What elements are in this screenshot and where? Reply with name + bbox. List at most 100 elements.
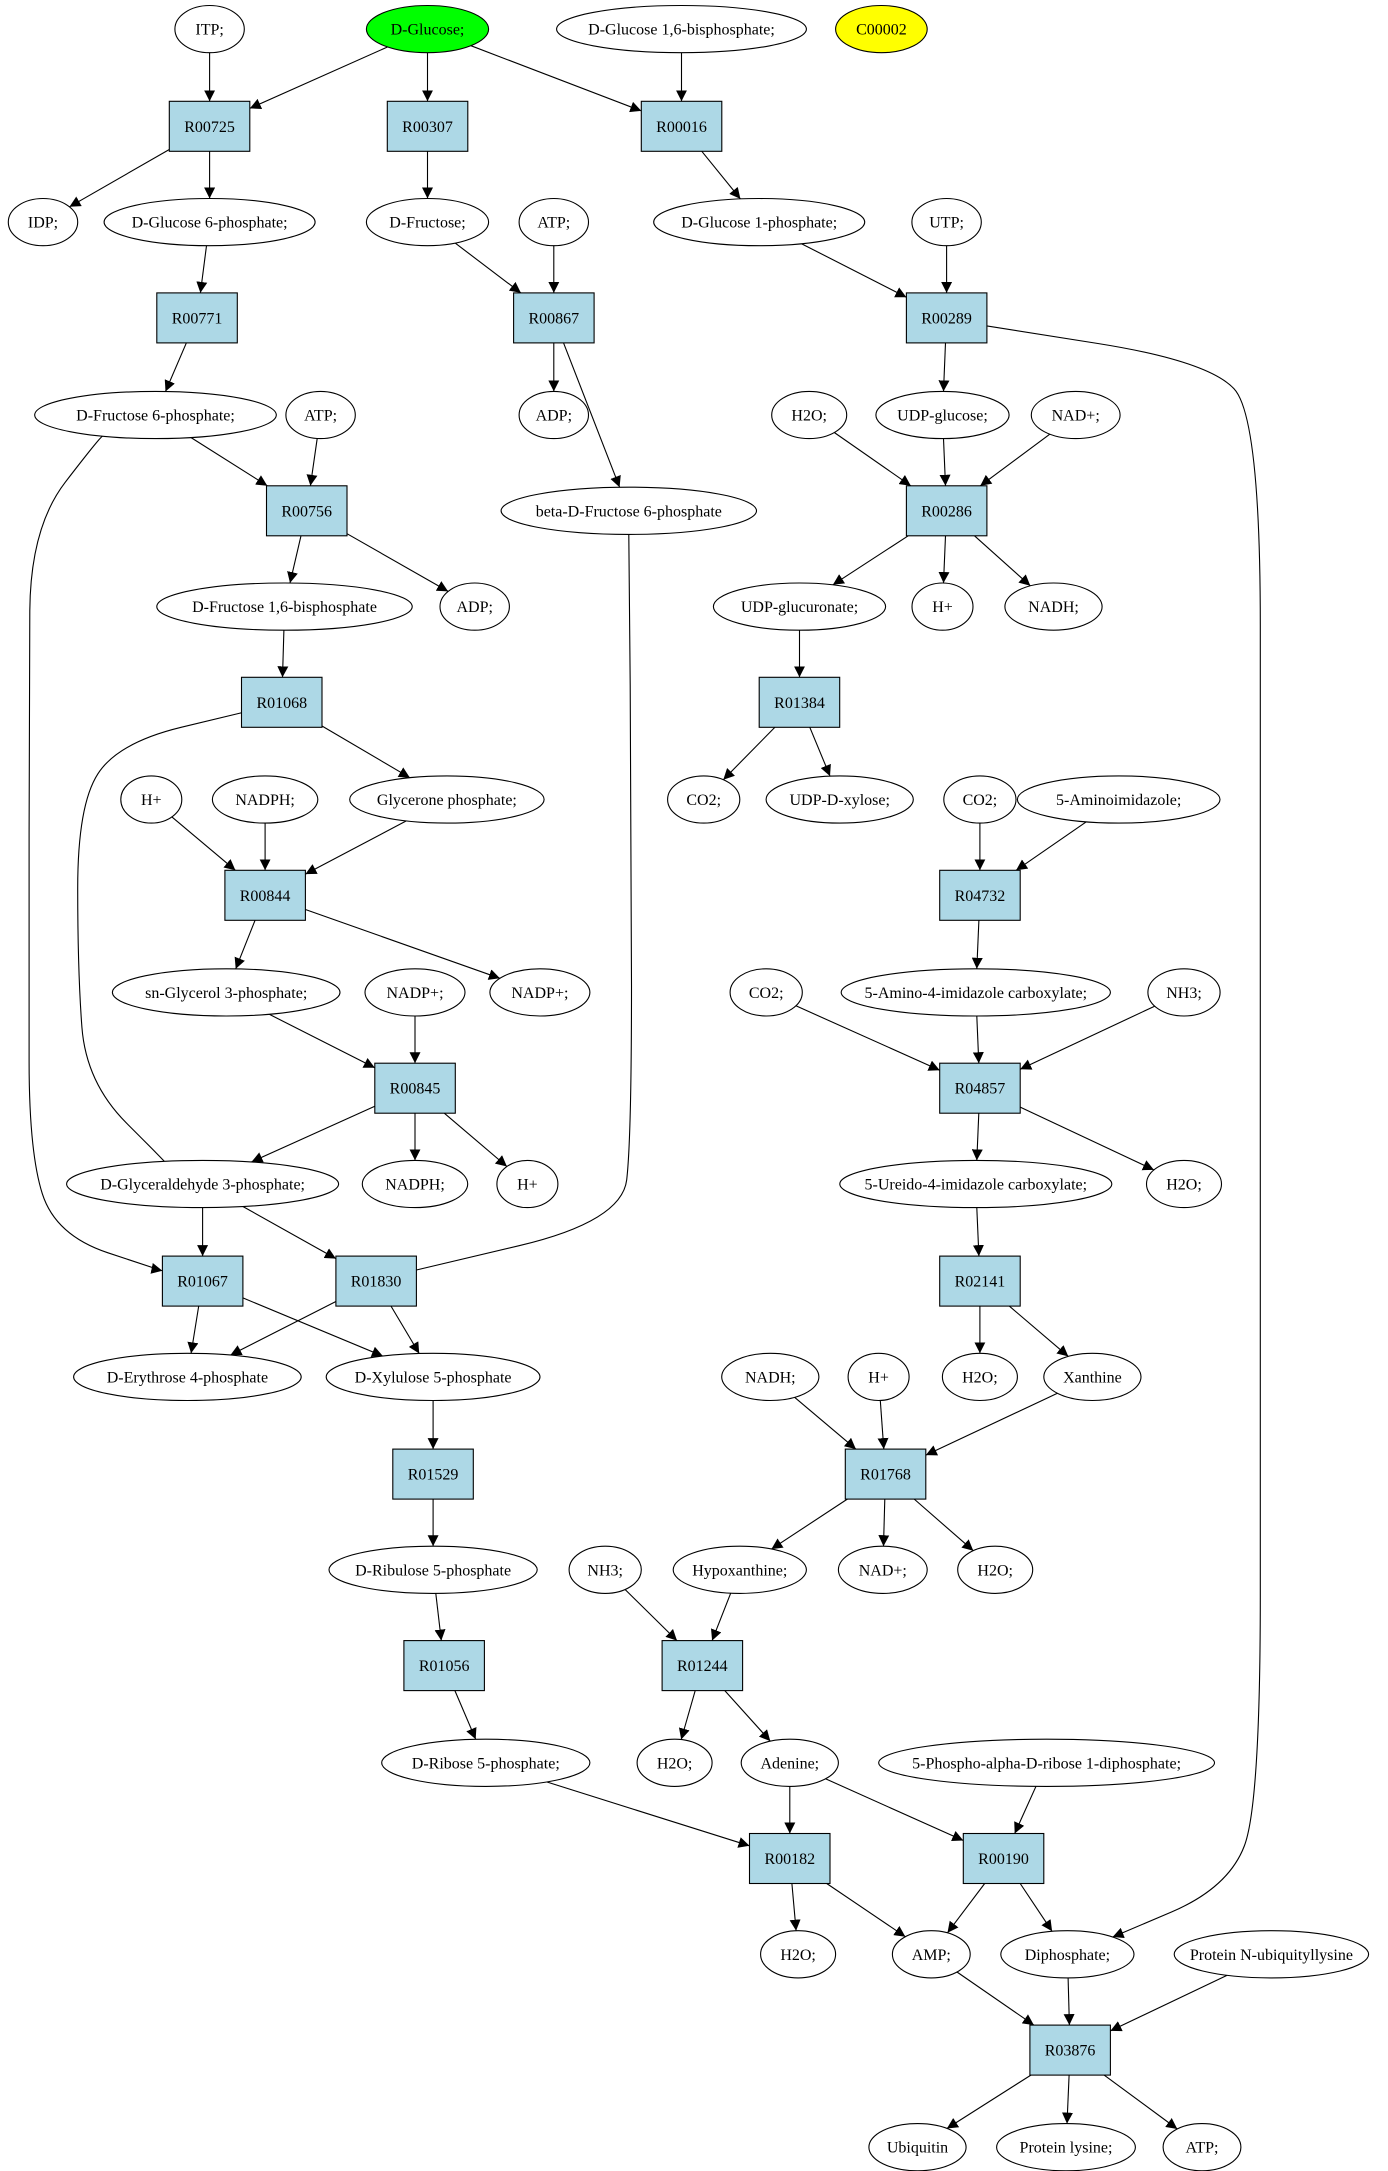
- compound-node-diphosphate: Diphosphate;: [1000, 1930, 1135, 1979]
- compound-ellipse: [911, 197, 982, 247]
- node-label: R01068: [256, 695, 307, 712]
- node-label: CO2;: [963, 792, 998, 809]
- node-label: Glycerone phosphate;: [377, 792, 517, 809]
- node-label: D-Glyceraldehyde 3-phosphate;: [100, 1177, 305, 1194]
- edge-nadh2-to-r01768: [794, 1396, 857, 1450]
- node-label: D-Glucose;: [391, 22, 465, 39]
- compound-ellipse: [765, 775, 914, 824]
- edge-r00289-to-diphosphate: [986, 325, 1261, 1939]
- node-label: NADH;: [745, 1369, 796, 1386]
- edge-r00845-to-dg3p: [251, 1105, 376, 1163]
- compound-node-nadh1: NADH;: [1004, 582, 1103, 631]
- compound-ellipse: [941, 1352, 1018, 1402]
- reaction-box: [392, 1448, 474, 1500]
- compound-ellipse: [771, 390, 848, 440]
- node-label: sn-Glycerol 3-phosphate;: [145, 985, 307, 1002]
- edge-dr5p-to-r01056: [434, 1593, 446, 1641]
- compound-ellipse: [943, 775, 1017, 824]
- compound-ellipse: [364, 968, 466, 1017]
- reaction-box: [1029, 2024, 1111, 2076]
- compound-ellipse: [1000, 1930, 1135, 1979]
- compound-ellipse: [174, 4, 245, 54]
- reaction-box: [374, 1062, 456, 1114]
- node-label: D-Ribose 5-phosphate;: [412, 1755, 560, 1772]
- edge-r01384-to-co2a: [722, 726, 776, 781]
- node-label: beta-D-Fructose 6-phosphate: [536, 503, 722, 520]
- edge-r00286-to-hplus1: [938, 535, 950, 584]
- reaction-box: [905, 292, 988, 344]
- compound-node-bdf6p: beta-D-Fructose 6-phosphate: [500, 486, 758, 535]
- compound-node-nadh2: NADH;: [721, 1352, 820, 1402]
- compound-ellipse: [66, 1159, 340, 1209]
- compound-node-adp2: ADP;: [439, 582, 510, 631]
- compound-ellipse: [636, 1738, 713, 1787]
- reaction-node-r04857: R04857: [939, 1062, 1021, 1114]
- node-label: NADP+;: [386, 985, 443, 1002]
- compound-ellipse: [156, 582, 413, 631]
- edge-r01067-to-dx5p: [242, 1297, 384, 1357]
- node-label: ADP;: [536, 408, 572, 425]
- compound-ellipse: [496, 1159, 559, 1209]
- compound-node-nadp2: NAD+;: [837, 1545, 928, 1594]
- reaction-node-r01067: R01067: [161, 1255, 244, 1307]
- compound-ellipse: [285, 390, 356, 440]
- edge-h2o1-to-r00286: [833, 432, 912, 487]
- compound-node-hplus2: H+: [120, 775, 183, 824]
- compound-ellipse: [211, 775, 319, 824]
- compound-ellipse: [568, 1545, 642, 1594]
- node-label: R00289: [921, 310, 972, 327]
- edge-r00771-to-df6p: [164, 342, 187, 392]
- reaction-box: [386, 100, 469, 152]
- reaction-box: [513, 292, 595, 344]
- node-label: R00867: [528, 310, 579, 327]
- node-label: NADPH;: [385, 1177, 445, 1194]
- edge-r01056-to-dribose5p: [454, 1690, 477, 1740]
- edge-nh3b-to-r01244: [624, 1589, 678, 1641]
- edge-nadp1-to-r00286: [979, 433, 1051, 487]
- compound-node-nh3b: NH3;: [568, 1545, 642, 1594]
- compound-ellipse: [672, 1545, 807, 1594]
- node-label: NAD+;: [1052, 408, 1100, 425]
- node-label: NH3;: [1166, 985, 1202, 1002]
- compound-ellipse: [365, 4, 490, 54]
- edge-r00016-to-dg1p: [701, 150, 741, 200]
- reaction-node-r01056: R01056: [403, 1640, 485, 1692]
- reaction-box: [640, 100, 723, 152]
- node-label: H+: [517, 1177, 538, 1194]
- compound-ellipse: [103, 197, 316, 247]
- reaction-box: [224, 869, 306, 921]
- edge-dfructose-to-r00867: [454, 242, 522, 294]
- edge-r03876-to-ubiquitin: [946, 2074, 1032, 2129]
- node-label: D-Glucose 6-phosphate;: [132, 215, 288, 232]
- reaction-box: [265, 485, 348, 537]
- reaction-box: [758, 676, 841, 728]
- reaction-node-r00845: R00845: [374, 1062, 456, 1114]
- reaction-node-r00725: R00725: [168, 100, 251, 152]
- edge-r01068-to-glyceronep: [321, 725, 411, 779]
- edge-nh3a-to-r04857: [1019, 1005, 1155, 1070]
- edge-glyceronep-to-r00844: [305, 820, 407, 875]
- compound-node-protubi: Protein N-ubiquityllysine: [1173, 1930, 1370, 1979]
- edge-r00867-to-bdf6p: [562, 342, 621, 488]
- node-label: R01384: [774, 695, 825, 712]
- edge-bdf6p-to-r01830: [416, 534, 633, 1273]
- edge-dribose5p-to-r00182: [546, 1781, 750, 1848]
- compound-ellipse: [837, 1545, 928, 1594]
- node-label: Adenine;: [760, 1755, 819, 1772]
- edge-ureido-to-r02141: [972, 1207, 984, 1257]
- compound-node-dglucose: D-Glucose;: [365, 4, 490, 54]
- node-label: CO2;: [749, 985, 784, 1002]
- node-label: Protein N-ubiquityllysine: [1190, 1947, 1353, 1964]
- compound-node-co2c: CO2;: [729, 968, 803, 1017]
- compound-ellipse: [325, 1352, 541, 1402]
- edge-r00182-to-h2o6: [789, 1883, 801, 1931]
- node-label: ADP;: [456, 599, 492, 616]
- compound-ellipse: [556, 4, 807, 54]
- compound-ellipse: [878, 1738, 1216, 1787]
- reaction-box: [335, 1255, 417, 1307]
- compound-ellipse: [891, 1930, 971, 1979]
- edge-r01768-to-h2o4: [913, 1498, 974, 1552]
- reaction-box: [939, 869, 1021, 921]
- compound-ellipse: [328, 1545, 538, 1594]
- compound-node-hplus4: H+: [847, 1352, 910, 1402]
